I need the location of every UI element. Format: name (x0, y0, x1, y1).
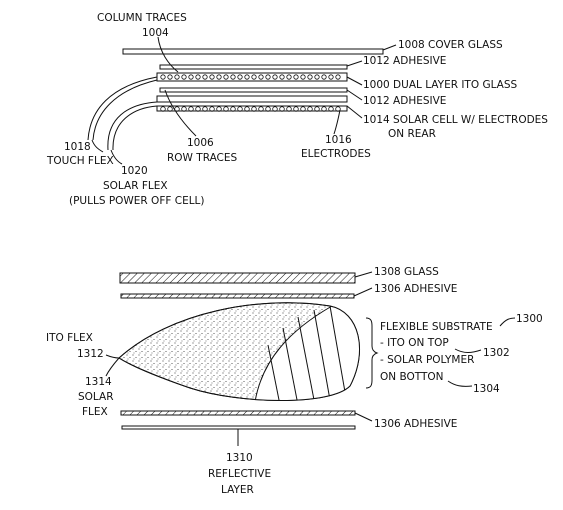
trace-dot (167, 74, 173, 80)
label-solar-cell: 1014 SOLAR CELL W/ ELECTRODES (363, 114, 548, 126)
label-adhesive-lower: 1306 ADHESIVE (374, 418, 457, 430)
trace-dot (335, 74, 341, 80)
label-adhesive-bottom: 1012 ADHESIVE (363, 95, 446, 107)
label-on-botton: ON BOTTON (380, 371, 444, 383)
leader-1000 (346, 76, 363, 86)
label-1300: 1300 (516, 313, 543, 325)
label-row-traces: ROW TRACES (167, 152, 238, 164)
label-1016: 1016 (325, 134, 352, 146)
leader-1012-top (346, 60, 363, 67)
label-1310: 1310 (226, 452, 253, 464)
leader-1012-bottom (346, 89, 363, 101)
label-1006: 1006 (187, 137, 214, 149)
trace-dot (328, 74, 334, 80)
trace-dot (209, 74, 215, 80)
trace-dot (202, 74, 208, 80)
label-pulls-power: (PULLS POWER OFF CELL) (69, 195, 205, 207)
leader-1314 (105, 357, 120, 377)
adhesive-layer-lower (120, 410, 356, 416)
touch-flex-cable-edge (92, 79, 158, 141)
label-flex: FLEX (82, 406, 108, 418)
label-1018: 1018 (64, 141, 91, 153)
label-touch-flex: TOUCH FLEX (46, 155, 114, 167)
leader-1304 (447, 380, 473, 387)
trace-dot (237, 74, 243, 80)
label-solar-flex: SOLAR FLEX (103, 180, 168, 192)
cover-glass-layer (122, 48, 384, 55)
label-1302: 1302 (483, 347, 510, 359)
label-dual-layer-ito: 1000 DUAL LAYER ITO GLASS (363, 79, 518, 91)
trace-dot (265, 74, 271, 80)
label-1020: 1020 (121, 165, 148, 177)
label-ito-flex: ITO FLEX (46, 332, 93, 344)
adhesive-layer-top (159, 64, 348, 70)
leader-1008 (382, 44, 397, 51)
leader-1006 (164, 89, 197, 137)
trace-dot (258, 74, 264, 80)
label-glass: 1308 GLASS (374, 266, 439, 278)
label-on-rear: ON REAR (388, 128, 436, 140)
trace-dot (314, 74, 320, 80)
trace-dot (160, 74, 166, 80)
trace-dot (286, 74, 292, 80)
trace-dot (293, 74, 299, 80)
trace-dot (216, 74, 222, 80)
label-adhesive-upper: 1306 ADHESIVE (374, 283, 457, 295)
label-1312: 1312 (77, 348, 104, 360)
solar-cell-base (156, 105, 348, 112)
trace-dot (251, 74, 257, 80)
label-layer: LAYER (221, 484, 254, 496)
label-column-traces: COLUMN TRACES (97, 12, 187, 24)
label-adhesive-top: 1012 ADHESIVE (363, 55, 446, 67)
solar-flex-cable (107, 101, 158, 151)
label-1314: 1314 (85, 376, 112, 388)
leader-1302 (454, 348, 482, 353)
leader-1308 (354, 271, 373, 278)
trace-dot (307, 74, 313, 80)
label-cover-glass: 1008 COVER GLASS (398, 39, 503, 51)
solar-cell-layer (156, 95, 348, 103)
label-solar-polymer: - SOLAR POLYMER (380, 354, 474, 366)
glass-layer (119, 272, 356, 284)
solar-flex-cable-edge (112, 105, 158, 151)
leader-1020 (110, 149, 123, 165)
trace-dot (223, 74, 229, 80)
trace-dot (230, 74, 236, 80)
label-ito-on-top: - ITO ON TOP (380, 337, 449, 349)
label-solar: SOLAR (78, 391, 114, 403)
trace-dot (181, 74, 187, 80)
label-reflective: REFLECTIVE (208, 468, 271, 480)
label-electrodes: ELECTRODES (301, 148, 371, 160)
leader-1014 (346, 105, 363, 119)
leader-1306-bottom (354, 412, 373, 422)
trace-dot (174, 74, 180, 80)
touch-flex-cable (87, 76, 158, 141)
label-1304: 1304 (473, 383, 500, 395)
leader-1306-top (353, 287, 373, 297)
label-flexible-substrate: FLEXIBLE SUBSTRATE (380, 321, 493, 333)
adhesive-layer-upper (120, 293, 355, 299)
trace-dot (300, 74, 306, 80)
trace-dot (188, 74, 194, 80)
trace-dot (279, 74, 285, 80)
trace-dot (272, 74, 278, 80)
top-figure: COLUMN TRACES 1004 1008 COVER GLASS 1012… (46, 12, 548, 207)
flexible-substrate-outline (118, 302, 361, 401)
reflective-layer (121, 425, 356, 430)
column-trace-dots (160, 74, 341, 80)
adhesive-layer-bottom (159, 87, 348, 93)
trace-dot (195, 74, 201, 80)
leader-1300 (499, 317, 516, 327)
bottom-figure: 1308 GLASS 1306 ADHESIVE ITO FLEX 1312 1… (46, 266, 543, 496)
leader-1016 (333, 109, 341, 135)
leader-1004 (157, 36, 179, 73)
leader-1312 (105, 354, 120, 359)
leader-1018 (91, 139, 104, 153)
substrate-bracket (365, 317, 379, 389)
trace-dot (321, 74, 327, 80)
label-1004: 1004 (142, 27, 169, 39)
solar-polymer-region (254, 302, 360, 401)
trace-dot (244, 74, 250, 80)
